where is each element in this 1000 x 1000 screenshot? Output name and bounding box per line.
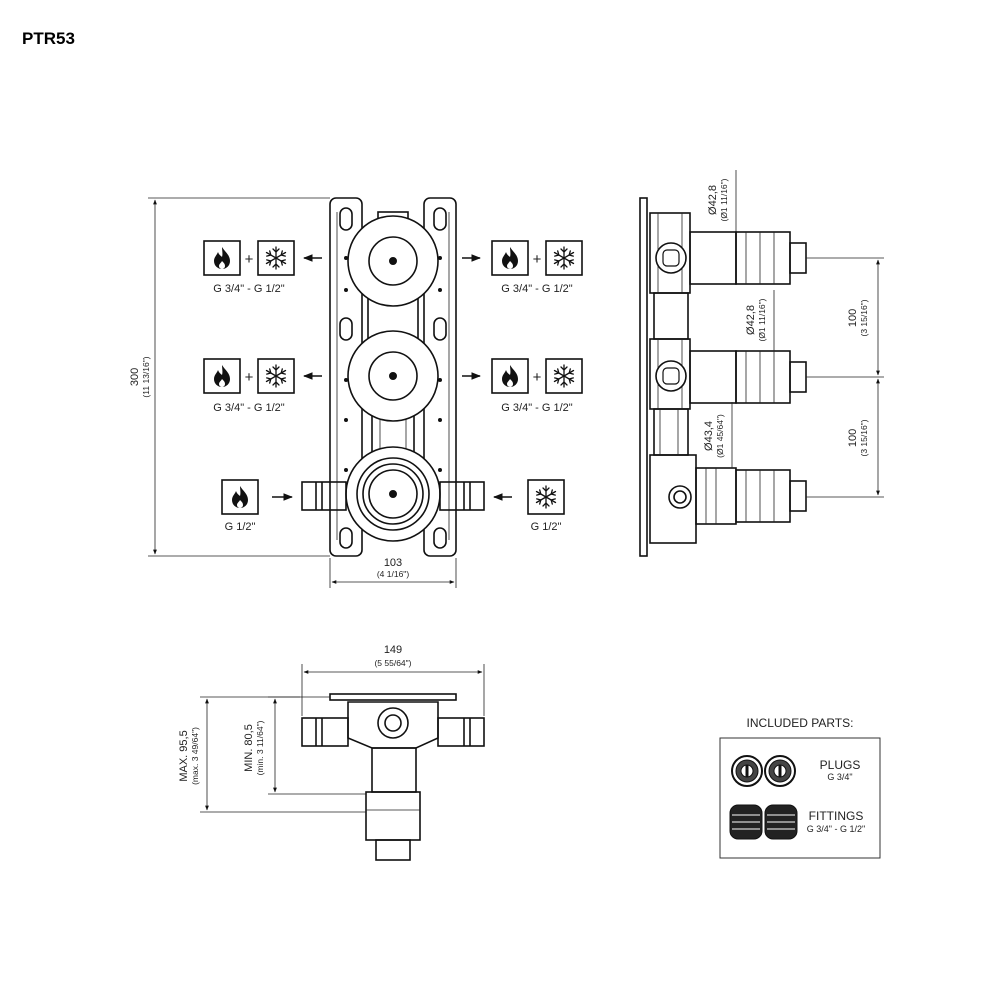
spacing-2-value: 100 (847, 429, 859, 447)
spacing-2-inch: (3 15/16") (859, 419, 869, 456)
fittings-label: FITTINGS (809, 809, 864, 823)
top-view: 149 (5 55/64") MAX. 95,5 (max. 3 49/64")… (178, 644, 485, 861)
connection-label: G 1/2" (225, 521, 256, 533)
outlet-right-top: + G 3/4" - G 1/2" (462, 240, 583, 295)
plugs-size: G 3/4" (827, 772, 852, 782)
front-view: 300 (11 13/16") 103 (4 1/16") (129, 197, 485, 588)
dim-min-inch: (min. 3 11/64") (255, 720, 265, 775)
dim-width-value: 103 (384, 557, 402, 569)
plugs-label: PLUGS (820, 758, 861, 772)
plug-icon (731, 755, 763, 787)
spacing-1-inch: (3 15/16") (859, 299, 869, 336)
connection-label: G 1/2" (531, 521, 562, 533)
fittings-size: G 3/4" - G 1/2" (807, 824, 865, 834)
spacing-1-value: 100 (847, 309, 859, 327)
outlet-left-middle: + G 3/4" - G 1/2" (203, 358, 322, 414)
connection-label: G 3/4" - G 1/2" (213, 402, 284, 414)
included-parts: INCLUDED PARTS: PLUGS G 3/4" FITTINGS G … (719, 716, 881, 859)
connection-label: G 3/4" - G 1/2" (213, 283, 284, 295)
included-parts-heading: INCLUDED PARTS: (747, 716, 854, 730)
dia-mid-value: Ø42,8 (745, 305, 757, 335)
dim-149-value: 149 (384, 644, 402, 656)
dia-bot-inch: (Ø1 45/64") (715, 414, 725, 458)
outlet-left-top: + G 3/4" - G 1/2" (203, 240, 322, 295)
dia-top-value: Ø42,8 (707, 185, 719, 215)
dim-height-value: 300 (129, 368, 141, 386)
inlet-right-cold: G 1/2" (493, 479, 565, 533)
side-view: Ø42,8 (Ø1 11/16") Ø42,8 (Ø1 11/16") Ø43,… (639, 170, 884, 557)
inlet-left-hot: G 1/2" (221, 479, 293, 533)
fitting-icon (764, 804, 798, 840)
outlet-right-middle: + G 3/4" - G 1/2" (462, 358, 583, 414)
dim-max-inch: (max. 3 49/64") (190, 727, 200, 785)
dia-top-inch: (Ø1 11/16") (719, 178, 729, 221)
plug-icon (764, 755, 796, 787)
dim-min-value: MIN. 80,5 (243, 724, 255, 772)
dim-width-inch: (4 1/16") (377, 569, 409, 579)
dim-149-inch: (5 55/64") (374, 658, 411, 668)
svg-text:+: + (533, 251, 542, 268)
dim-max-value: MAX. 95,5 (178, 730, 190, 781)
page-title: PTR53 (22, 29, 75, 48)
dia-mid-inch: (Ø1 11/16") (757, 298, 767, 341)
dia-bot-value: Ø43,4 (703, 421, 715, 451)
svg-text:+: + (245, 369, 254, 386)
fitting-icon (729, 804, 763, 840)
svg-text:+: + (533, 369, 542, 386)
svg-text:+: + (245, 251, 254, 268)
connection-label: G 3/4" - G 1/2" (501, 402, 572, 414)
connection-label: G 3/4" - G 1/2" (501, 283, 572, 295)
dim-height-inch: (11 13/16") (141, 356, 151, 397)
